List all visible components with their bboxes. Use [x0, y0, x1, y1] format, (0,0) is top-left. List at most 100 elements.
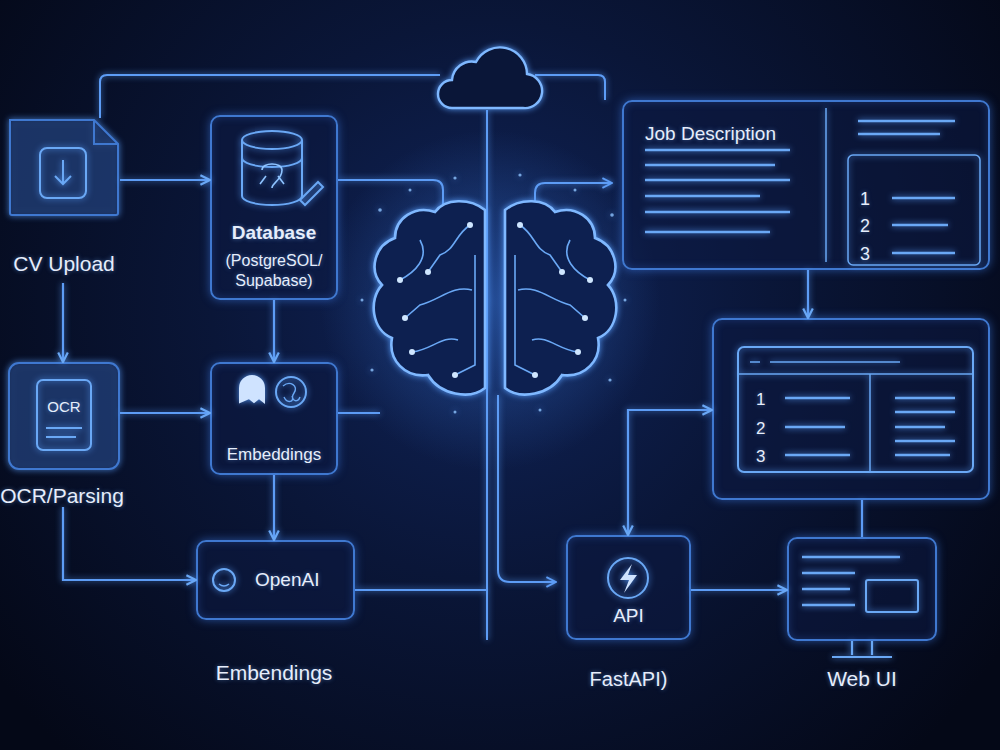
brain-fold	[515, 255, 535, 375]
web-ui-monitor: Web UI	[787, 537, 937, 641]
circuit-dot	[452, 372, 458, 378]
circuit-dot	[532, 372, 538, 378]
particle	[518, 173, 521, 176]
box-outline	[9, 363, 119, 469]
particle	[378, 208, 382, 212]
openai-wire	[355, 589, 487, 591]
node-text: 2	[860, 215, 880, 238]
flow-arrow	[691, 589, 787, 591]
job-description-panel: Job Description123	[622, 100, 990, 270]
particle	[539, 409, 542, 412]
results-screen	[738, 347, 973, 472]
list-panel	[848, 155, 980, 265]
node-text: (PostgreSOL/ Supabase)	[212, 251, 336, 291]
brain-to-api-wire	[498, 395, 556, 582]
particle	[608, 378, 611, 381]
node-text: FastAPI)	[546, 667, 711, 692]
brain-right	[505, 201, 616, 394]
particle	[361, 299, 364, 302]
page-lines	[802, 557, 900, 605]
brain-fold	[455, 255, 475, 375]
circuit-dot	[587, 277, 593, 283]
embeddings-box: Embeddings	[210, 362, 338, 475]
circuit-dot	[467, 222, 473, 228]
brain-fold	[400, 240, 423, 280]
brain-fold	[405, 289, 472, 318]
ocr-box: OCROCR/Parsing	[8, 362, 120, 507]
brain-halo	[320, 130, 660, 470]
particle	[574, 189, 577, 192]
flow-arrow	[273, 475, 275, 540]
circuit-dot	[582, 315, 588, 321]
upload-icon	[40, 148, 86, 198]
node-label: CV Upload	[0, 251, 130, 277]
node-label: OpenAI	[255, 568, 355, 592]
node-label: OCR	[36, 398, 92, 417]
api-box: APIFastAPI)	[566, 535, 691, 640]
result-lines	[785, 398, 955, 455]
flow-arrow	[120, 412, 210, 414]
brain-fold	[567, 240, 590, 280]
node-label: API	[568, 604, 689, 628]
database-box: Database (PostgreSOL/ Supabase)	[210, 115, 338, 300]
page-image	[866, 580, 918, 612]
results-panel: 1 2 3	[712, 318, 990, 500]
circuit-dot	[559, 269, 565, 275]
cloud-wire	[486, 110, 488, 640]
database-icon	[242, 131, 302, 149]
circuit-dot	[409, 349, 415, 355]
node-text: 2	[756, 418, 776, 439]
text-lines	[645, 150, 790, 232]
circuit-dot	[402, 315, 408, 321]
node-text: OCR/Parsing	[0, 483, 134, 509]
brain-fold	[518, 289, 585, 318]
flow-arrow	[63, 507, 196, 580]
node-text: Embendings	[184, 660, 364, 686]
flow-arrow	[628, 410, 712, 535]
circuit-dot	[425, 269, 431, 275]
database-emblem	[260, 164, 284, 188]
upload-box: CV Upload	[8, 118, 120, 283]
pencil-icon	[300, 182, 323, 205]
node-label: Database	[212, 221, 336, 245]
lightning-bolt	[620, 564, 637, 593]
flow-arrow	[120, 179, 210, 181]
embeddings-wire	[338, 412, 380, 414]
brain-left	[374, 201, 485, 394]
node-label: Embeddings	[212, 444, 336, 465]
document-icon	[37, 380, 91, 450]
screen-chrome	[738, 362, 973, 472]
list-lines	[892, 198, 955, 253]
brain-to-job-wire	[535, 183, 612, 250]
chat-icon	[240, 376, 264, 402]
upload-arrow	[55, 160, 71, 184]
flow-arrow	[273, 300, 275, 362]
openai-box: OpenAIEmbendings	[196, 540, 355, 620]
text-lines	[858, 121, 955, 134]
openai-icon	[213, 569, 235, 591]
node-text: 3	[860, 243, 880, 266]
node-label: 1	[756, 389, 776, 410]
particle	[610, 213, 614, 217]
document-lines	[46, 428, 82, 437]
database-wire	[338, 180, 443, 245]
particle	[370, 368, 373, 371]
database-icon	[242, 158, 302, 167]
brain-fold	[428, 225, 470, 272]
node-text: 1	[860, 188, 880, 211]
divider-line	[825, 108, 827, 262]
particle	[409, 189, 412, 192]
flow-arrow	[62, 283, 64, 362]
brain-fold	[532, 339, 578, 352]
document-outline	[10, 120, 118, 215]
flow-arrow	[807, 270, 809, 318]
monitor-stand	[832, 641, 892, 657]
frame-line	[100, 75, 440, 118]
circuit-dot	[517, 222, 523, 228]
node-text: 3	[756, 446, 776, 467]
particle	[453, 176, 456, 179]
page-fold	[94, 120, 118, 144]
